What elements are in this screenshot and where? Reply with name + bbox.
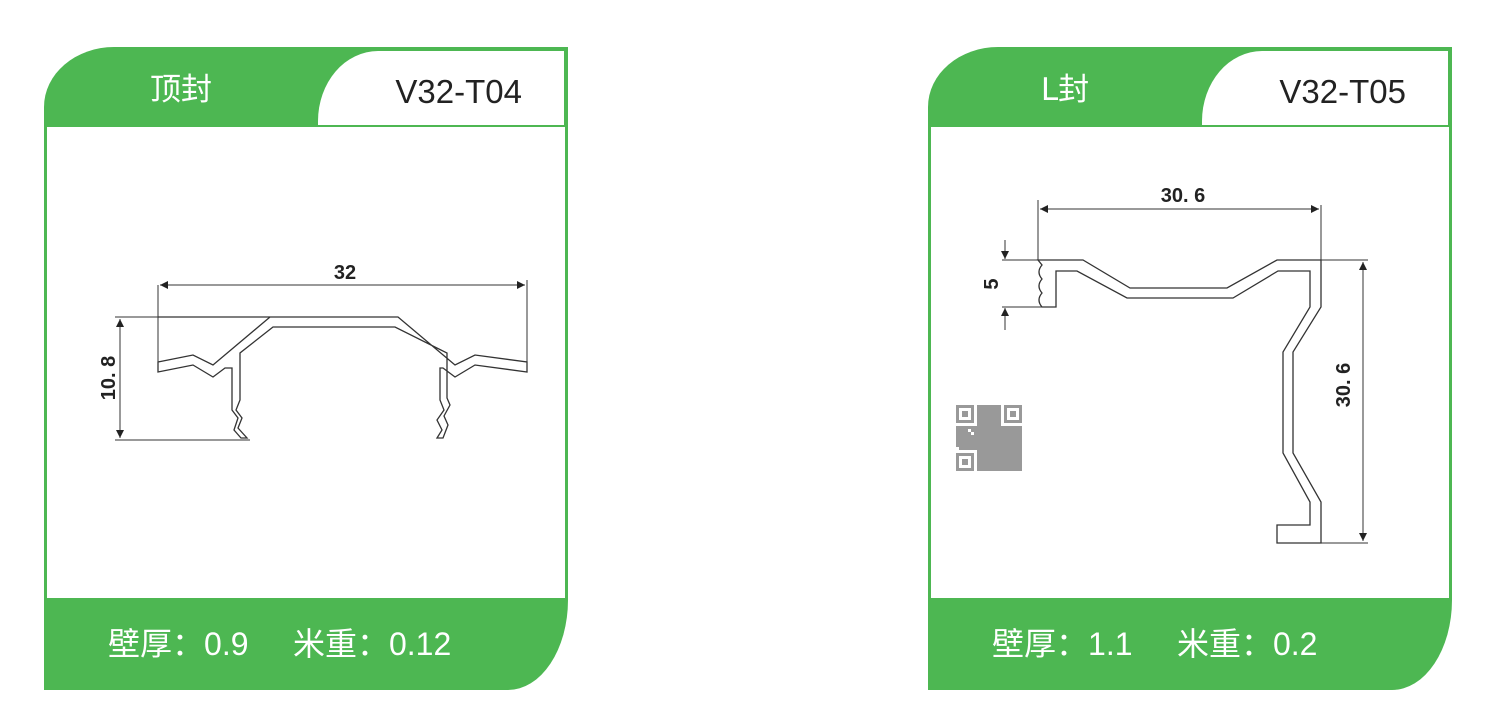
product-name: L封 — [1040, 72, 1090, 108]
lip-dimension: 5 — [981, 278, 1003, 289]
drawing-area — [44, 127, 568, 600]
qr-code-icon — [956, 405, 1022, 471]
height-dimension: 10. 8 — [98, 356, 120, 400]
wall-label: 壁厚： — [108, 626, 205, 662]
height-dimension: 30. 6 — [1333, 363, 1355, 407]
profile-t04 — [157, 316, 528, 439]
dimension-t04 — [115, 280, 528, 441]
width-dimension: 32 — [334, 262, 356, 284]
weight-value: 0.12 — [388, 626, 452, 662]
width-dimension: 30. 6 — [1161, 185, 1205, 207]
weight-label: 米重： — [292, 626, 389, 662]
product-code: V32-T04 — [318, 51, 564, 125]
wall-value: 1.1 — [1088, 626, 1133, 662]
wall-label: 壁厚： — [992, 626, 1089, 662]
weight-value: 0.2 — [1272, 626, 1318, 662]
spec-footer: 壁厚：1.1 米重：0.2 — [928, 598, 1452, 690]
dimension-t05 — [1001, 200, 1368, 544]
product-card-v32-t04: 顶封 V32-T04 壁厚：0.9 米重：0.12 — [44, 47, 568, 690]
product-code: V32-T05 — [1202, 51, 1448, 125]
spec-footer: 壁厚：0.9 米重：0.12 — [44, 598, 568, 690]
product-name: 顶封 — [150, 72, 212, 108]
profile-t05 — [1036, 259, 1322, 544]
wall-value: 0.9 — [204, 626, 249, 662]
weight-label: 米重： — [1176, 626, 1273, 662]
